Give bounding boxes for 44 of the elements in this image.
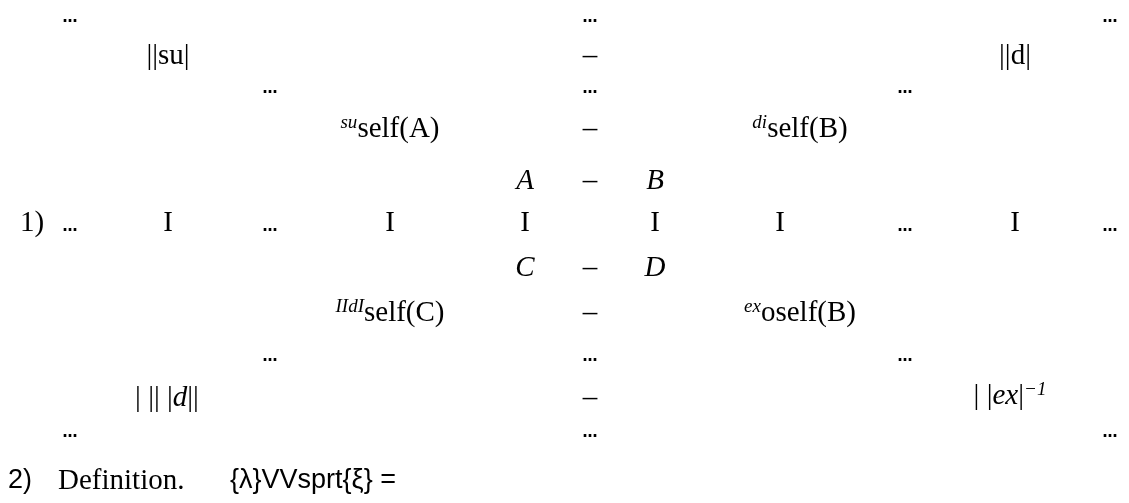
ellipsis: … <box>582 79 598 97</box>
math-expression: $^{su}$self(A) <box>340 112 440 144</box>
math-expression: | || |d|| <box>135 381 199 413</box>
math-variable: C <box>515 251 535 283</box>
math-variable: B <box>646 164 664 196</box>
ellipsis: … <box>262 79 278 97</box>
ellipsis: … <box>582 8 598 26</box>
ellipsis: … <box>62 217 78 235</box>
ellipsis: … <box>1102 423 1118 441</box>
math-expression: I <box>1010 206 1020 238</box>
dash-symbol: – <box>582 296 598 328</box>
ellipsis: … <box>582 423 598 441</box>
math-expression: I <box>163 206 173 238</box>
dash-symbol: – <box>582 112 598 144</box>
math-expression: I <box>385 206 395 238</box>
ellipsis: … <box>897 79 913 97</box>
ellipsis: … <box>62 423 78 441</box>
dash-symbol: – <box>582 39 598 71</box>
ellipsis: … <box>1102 217 1118 235</box>
math-expression: I <box>775 206 785 238</box>
ellipsis: … <box>582 347 598 365</box>
math-expression: I <box>650 206 660 238</box>
dash-symbol: – <box>582 251 598 283</box>
math-variable: A <box>516 164 534 196</box>
ellipsis: … <box>262 347 278 365</box>
math-expression: $^{IIdI}$self(C) <box>335 296 445 328</box>
ellipsis: … <box>1102 8 1118 26</box>
ellipsis: … <box>262 217 278 235</box>
list-marker: 2) <box>8 465 32 495</box>
dash-symbol: – <box>582 381 598 413</box>
math-expression: $^{ex}$oself(B) <box>744 296 856 328</box>
math-expression: I <box>520 206 530 238</box>
math-expression: {λ}VVsprt{ξ} = <box>230 465 396 495</box>
math-expression: | |ex|$^{−1}$ <box>973 379 1047 411</box>
ellipsis: … <box>62 8 78 26</box>
definition-text: Definition. <box>58 464 185 496</box>
list-marker: 1) <box>19 206 45 238</box>
math-expression: $^{di}$self(B) <box>752 112 848 144</box>
math-variable: D <box>644 251 666 283</box>
dash-symbol: – <box>582 164 598 196</box>
math-expression: ||d| <box>999 39 1031 71</box>
math-expression: ||su| <box>146 39 190 71</box>
ellipsis: … <box>897 347 913 365</box>
ellipsis: … <box>897 217 913 235</box>
